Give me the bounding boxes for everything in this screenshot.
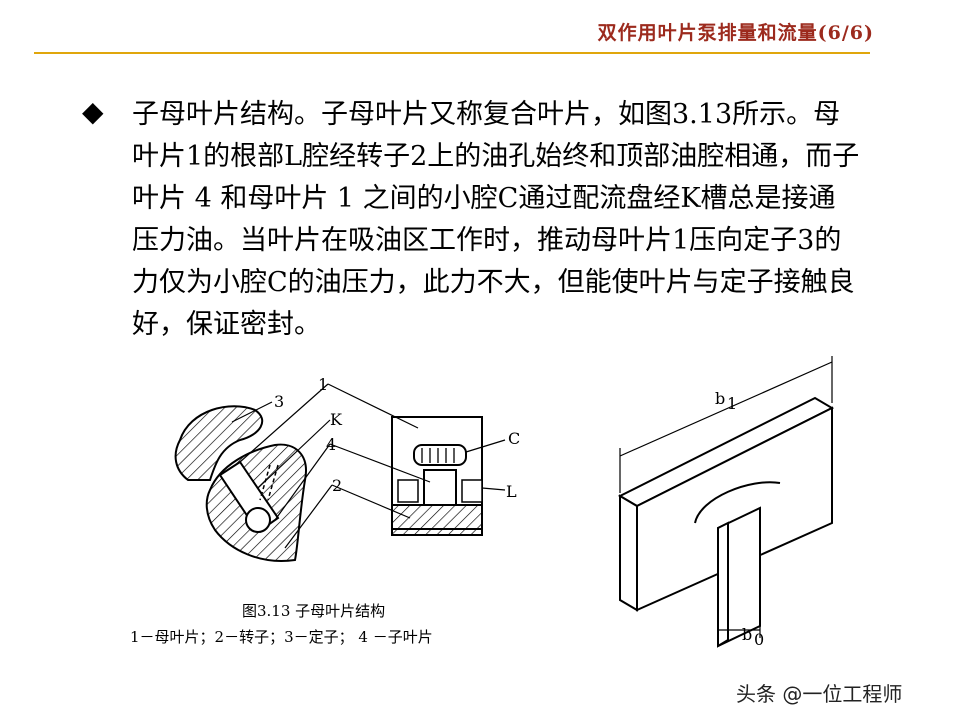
- label-c: C: [508, 429, 520, 448]
- stator-shape: [174, 405, 264, 481]
- vane-section-diagram: 1 3 K 4 2 C L: [174, 375, 520, 562]
- label-b0-sub: 0: [754, 630, 764, 648]
- child-vane: [423, 469, 457, 506]
- slide-title: 双作用叶片泵排量和流量(6/6): [597, 22, 874, 44]
- label-4: 4: [326, 435, 336, 454]
- oil-hole: [245, 507, 271, 533]
- figure-legend: 1－母叶片；2－转子；3－定子； 4 －子叶片: [130, 628, 433, 646]
- body-paragraph: 子母叶片结构。子母叶片又称复合叶片，如图3.13所示。母叶片1的根部L腔经转子2…: [132, 99, 860, 340]
- label-b1-sub: 1: [727, 394, 737, 413]
- label-1: 1: [318, 375, 328, 394]
- vane-3d-diagram: b 1 b 0: [617, 356, 835, 648]
- label-3: 3: [274, 392, 284, 411]
- l-chamber-left: [397, 479, 419, 503]
- front-face: [619, 494, 638, 612]
- rotor-base: [391, 504, 483, 536]
- chamber-c: [413, 444, 467, 466]
- l-chamber-right: [461, 479, 483, 503]
- figure-caption: 图3.13 子母叶片结构: [242, 602, 386, 620]
- label-l: L: [506, 482, 517, 501]
- label-2: 2: [332, 476, 342, 495]
- label-k: K: [330, 410, 343, 429]
- label-b0: b: [742, 625, 752, 644]
- label-b1: b: [715, 389, 725, 408]
- header-divider: [34, 52, 870, 54]
- watermark: 头条 @一位工程师: [736, 682, 903, 706]
- diamond-bullet-icon: ◆: [82, 95, 104, 128]
- side-face: [636, 406, 833, 612]
